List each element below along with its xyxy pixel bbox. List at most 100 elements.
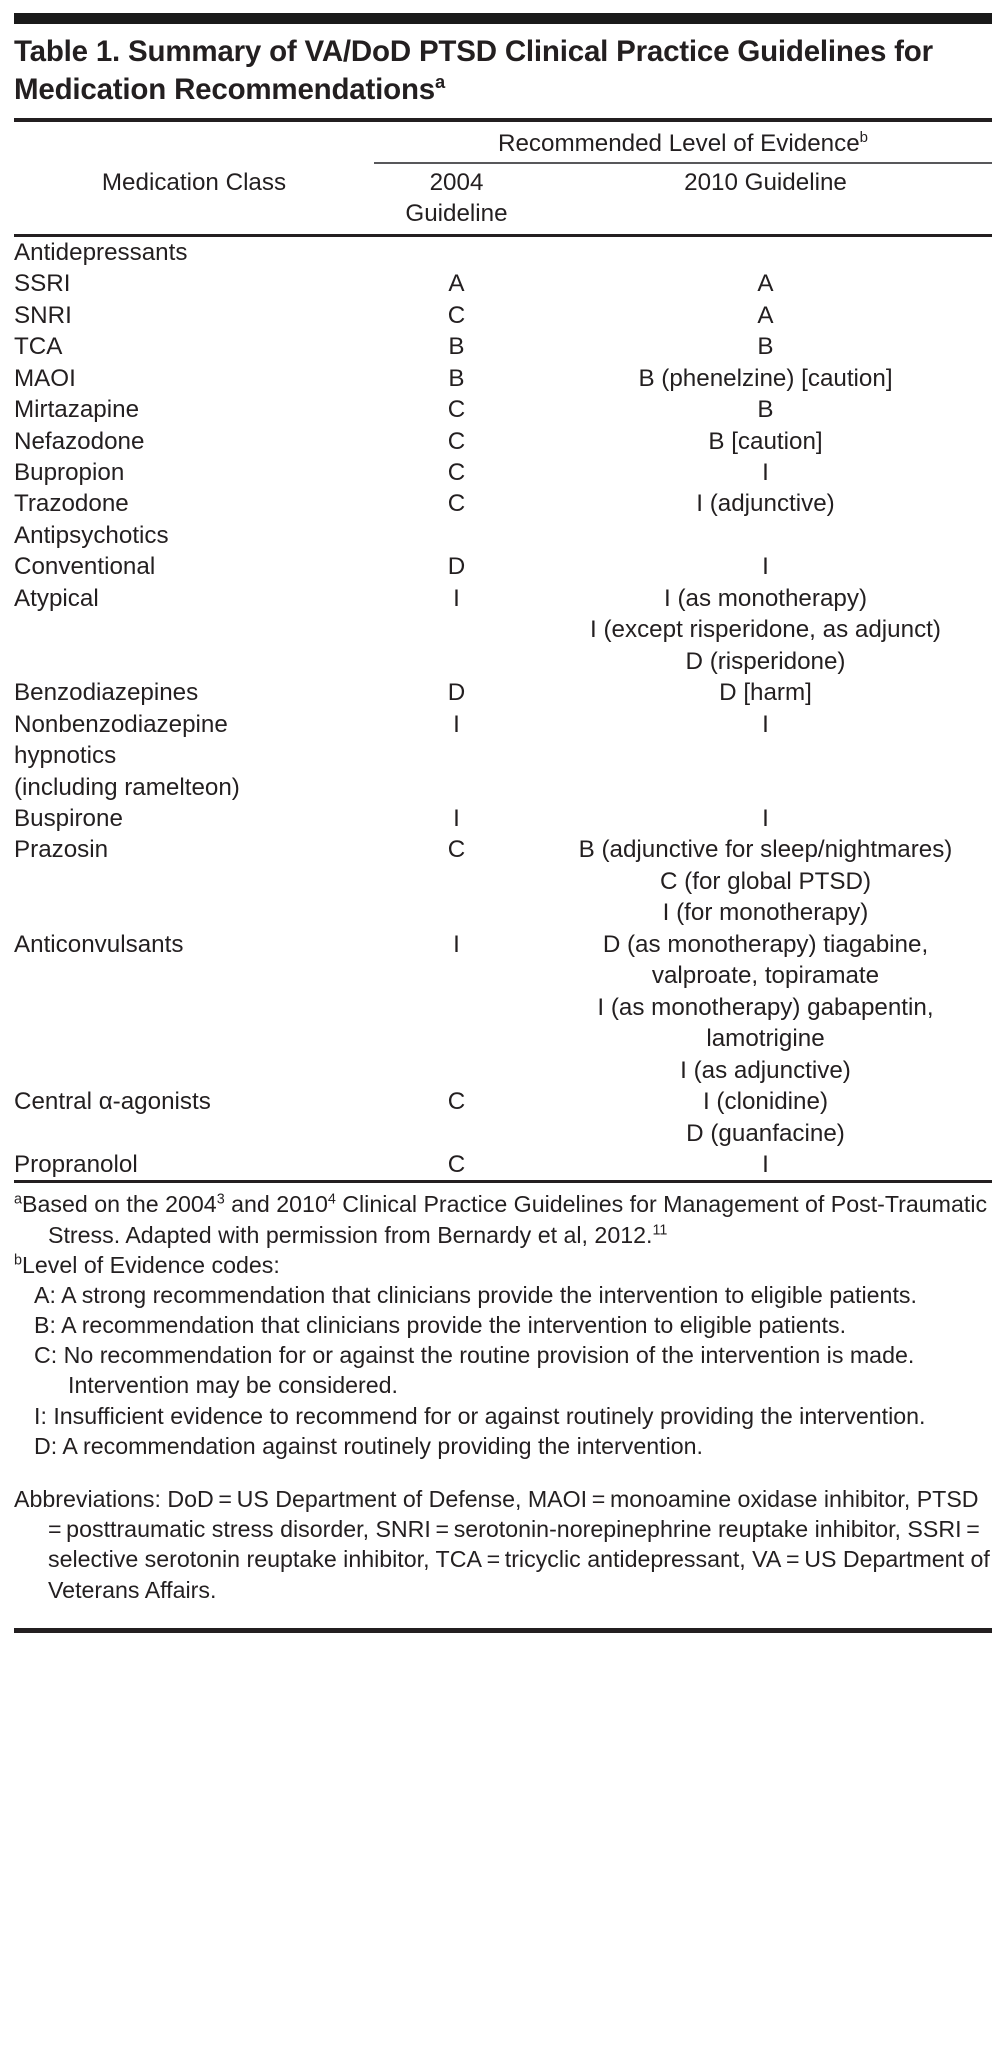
evidence-2010-cell: I (adjunctive) [696,490,835,518]
column-header-row: Medication Class 2004 Guideline 2010 Gui… [14,164,992,234]
header-bottom-rule [14,233,992,237]
top-border-rule [14,13,992,24]
evidence-2004-cell: I [453,710,460,738]
evidence-2010-cell: I [762,805,769,833]
footnote-abbreviations: Abbreviations: DoD = US Department of De… [14,1486,990,1603]
medication-class-cell: Antidepressants [14,238,188,266]
medication-class-cell: Nonbenzodiazepine hypnotics (including r… [14,710,240,801]
table-row: Atypical I I (as monotherapy) I (except ri… [14,583,992,677]
evidence-2004-cell: C [447,1151,466,1178]
footnote-a-sup1: 3 [216,1191,225,1208]
page-bottom-rule [14,1627,992,1633]
evidence-2004-cell: C [447,396,466,424]
evidence-2010-cell: I [762,710,769,738]
evidence-2004-cell: D [447,553,466,581]
column-header-2010-guideline: 2010 Guideline [684,168,847,196]
medication-class-cell: TCA [14,333,63,361]
evidence-2010-cell: B (phenelzine) [caution] [638,364,893,392]
evidence-2010-cell: I [762,459,769,487]
evidence-2010-cell: B [caution] [708,427,823,455]
medication-class-cell: Atypical [14,584,99,612]
table-row: Nonbenzodiazepine hypnotics (including r… [14,709,992,803]
table-row: Trazodone C I (adjunctive) [14,488,992,519]
spanner-row: Recommended Level of Evidenceb [14,122,992,164]
evidence-code-item: D: A recommendation against routinely pr… [34,1432,703,1459]
spanner-footnote-marker: b [859,128,869,146]
table-row: SNRI C A [14,300,992,331]
footnote-b-marker: b [14,1252,22,1269]
evidence-2004-cell [374,520,539,551]
footnote-a-sup2: 4 [327,1191,336,1208]
title-bottom-rule [14,117,992,122]
evidence-code-list: A: A strong recommendation that clinicia… [14,1280,992,1461]
evidence-2004-cell: C [447,836,466,864]
evidence-code-item: A: A strong recommendation that clinicia… [34,1281,917,1308]
medication-class-cell: Antipsychotics [14,521,169,549]
table-row: Conventional D I [14,551,992,582]
evidence-2010-cell: B (adjunctive for sleep/nightmares) C (f… [578,836,953,927]
table-row: Nefazodone C B [caution] [14,426,992,457]
evidence-2004-cell: I [453,805,460,833]
evidence-2010-cell: B [757,396,774,424]
evidence-2010-cell: I (clonidine) D (guanfacine) [686,1088,845,1147]
column-header-2004-guideline: 2004 Guideline [374,164,539,234]
medication-class-cell: Trazodone [14,490,129,518]
spanner-rule [374,161,992,164]
table-row: Benzodiazepines D D [harm] [14,677,992,708]
evidence-code-item: B: A recommendation that clinicians prov… [34,1312,847,1339]
medication-class-cell: Benzodiazepines [14,679,199,707]
evidence-2010-cell: I (as monotherapy) I (except risperidone… [590,584,941,675]
spanner-empty-cell [14,122,374,164]
evidence-2004-cell: C [447,1088,466,1116]
spanner-label: Recommended Level of Evidenceb [374,122,992,162]
footnote-b-text: Level of Evidence codes: [22,1251,280,1278]
table-page: Table 1. Summary of VA/DoD PTSD Clinical… [0,13,1006,2053]
column-header-2004-line1: 2004 [429,168,484,196]
footnote-a-sup3: 11 [652,1221,668,1238]
medication-class-cell: Conventional [14,553,156,581]
evidence-2004-cell: C [447,427,466,455]
evidence-2004-cell: C [447,301,466,329]
evidence-2004-cell [374,237,539,268]
evidence-2010-cell [539,237,992,268]
spanner-label-text: Recommended Level of Evidence [497,129,860,157]
evidence-2010-cell: D [harm] [719,679,812,707]
evidence-code-item: C: No recommendation for or against the … [34,1342,915,1399]
medication-class-cell: Mirtazapine [14,396,140,424]
evidence-2010-cell: A [757,270,774,298]
table-row: Antipsychotics [14,520,992,551]
medication-class-cell: MAOI [14,364,76,392]
table-row: Mirtazapine C B [14,394,992,425]
table-bottom-rule [14,1180,992,1184]
table-row: Central α-agonists C I (clonidine) D (guan… [14,1086,992,1149]
medication-class-cell: Nefazodone [14,427,145,455]
evidence-2010-cell: D (as monotherapy) tiagabine, valproate,… [597,930,934,1084]
medication-class-cell: Central α-agonists [14,1088,211,1116]
medication-class-cell: SNRI [14,301,72,329]
guidelines-table: Recommended Level of Evidenceb Medicatio… [14,122,992,234]
evidence-2004-cell: I [453,584,460,612]
footnote-a-part1: Based on the 2004 [22,1191,217,1218]
evidence-2004-cell: B [448,364,465,392]
evidence-2010-cell [539,520,992,551]
medication-class-cell: Propranolol [14,1151,138,1178]
footnote-a-marker: a [14,1191,22,1208]
footnote-a: aBased on the 20043 and 20104 Clinical P… [14,1189,992,1249]
footnotes-block: aBased on the 20043 and 20104 Clinical P… [14,1183,992,1604]
evidence-2010-cell: A [757,301,774,329]
medication-class-cell: Bupropion [14,459,125,487]
evidence-2004-cell: D [447,679,466,707]
medication-class-cell: SSRI [14,270,71,298]
evidence-2010-cell: I [762,553,769,581]
evidence-2004-cell: C [447,490,466,518]
evidence-2004-cell: B [448,333,465,361]
